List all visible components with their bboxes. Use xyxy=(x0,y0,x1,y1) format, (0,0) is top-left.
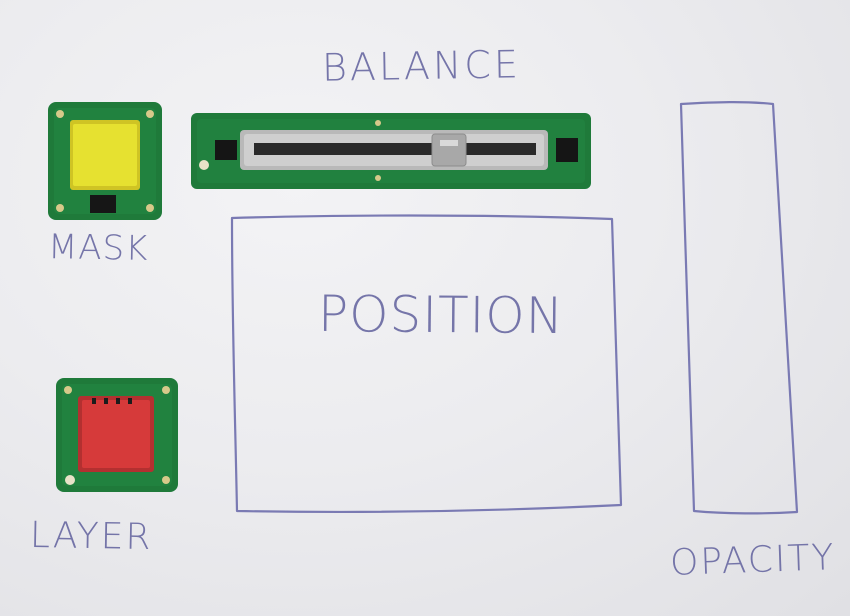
balance-slider-track xyxy=(254,143,536,155)
balance-slider-board xyxy=(191,113,591,189)
balance-label: BALANCE xyxy=(321,42,522,90)
position-pad-outline[interactable] xyxy=(230,214,623,514)
position-label: POSITION xyxy=(317,284,565,346)
layer-button[interactable] xyxy=(82,400,150,468)
balance-slider-knob[interactable] xyxy=(431,133,467,167)
opacity-label: OPACITY xyxy=(669,537,837,584)
mask-button[interactable] xyxy=(73,124,137,186)
mask-label: MASK xyxy=(47,227,149,269)
layer-label: LAYER xyxy=(29,514,153,559)
opacity-strip-outline[interactable] xyxy=(679,101,799,515)
mask-button-board xyxy=(48,102,162,220)
layer-button-board xyxy=(56,378,178,492)
